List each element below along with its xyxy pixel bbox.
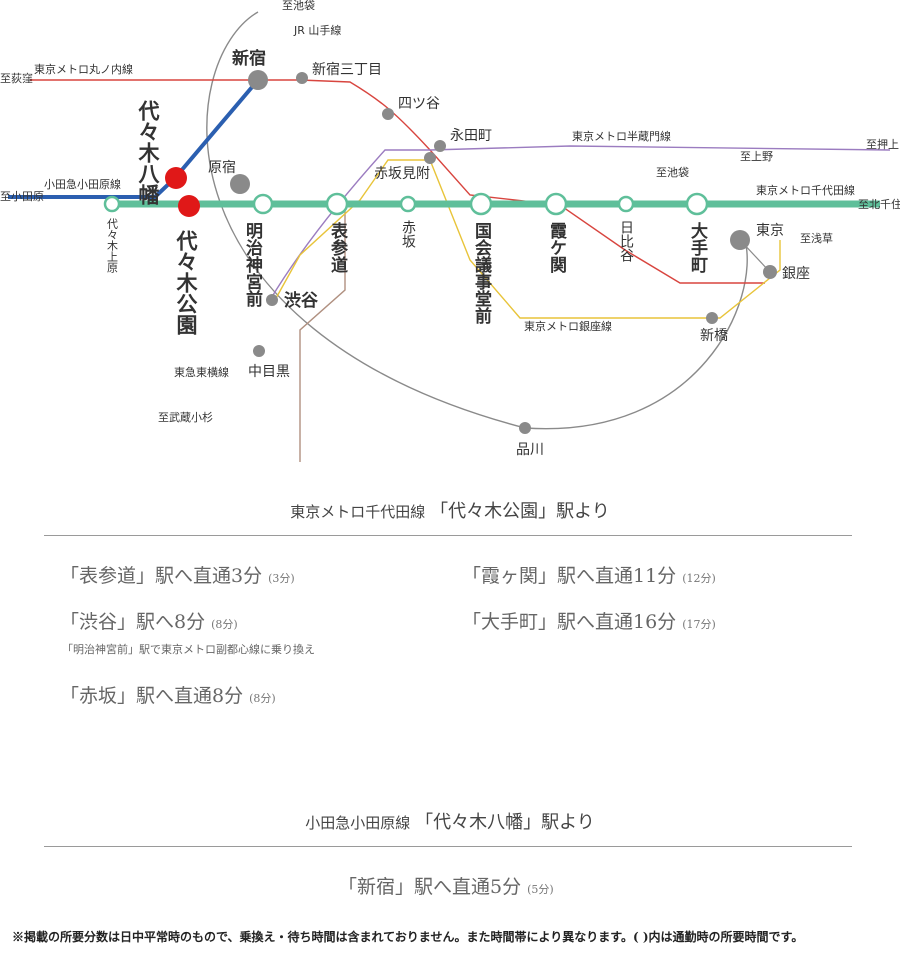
dest-oshiage: 至押上 [866,137,899,151]
dest-ogikubo: 至荻窪 [0,71,33,85]
station-label-yoyogikoen: 代々木公園 [174,230,199,335]
station-dot-meijijingumae [252,193,274,215]
station-dot-shinbashi [706,312,718,324]
route-omotesando-text: 「表参道」駅へ直通3分 [60,565,263,587]
route-akasaka-commute: (8分) [249,692,276,705]
station-dot-nakameguro [253,345,265,357]
station-label-shinbashi: 新橋 [700,328,728,344]
dest-ikebukuro-top: 至池袋 [282,0,315,12]
route-kasumigaseki-commute: (12分) [682,572,716,585]
station-label-ginza: 銀座 [782,266,810,282]
station-dot-omotesando [325,192,349,216]
station-dot-nagatacho [434,140,446,152]
station-label-hibiya: 日比谷 [618,220,634,262]
station-dot-yoyogiuehara [103,195,121,213]
line-label-yamanote: JR 山手線 [293,23,341,37]
station-dot-ginza [763,265,777,279]
station-label-omotesando: 表参道 [327,221,348,273]
marunouchi-line [30,79,765,284]
line-label-ginza: 東京メトロ銀座線 [524,319,612,333]
station-label-yoyogiuehara: 代々木上原 [106,218,119,273]
route-shibuya-text: 「渋谷」駅へ8分 [60,611,206,633]
station-dot-shibuya [266,294,278,306]
station-label-kasumigaseki: 霞ケ関 [546,222,567,273]
line-label-chiyoda: 東京メトロ千代田線 [756,183,855,197]
line-label-hanzomon: 東京メトロ半蔵門線 [572,129,671,143]
station-dot-shinjuku3 [296,72,308,84]
odakyu-line [8,78,260,199]
dest-ikebukuro-mid: 至池袋 [656,165,689,179]
dest-odawara: 至小田原 [0,190,44,203]
route-omotesando: 「表参道」駅へ直通3分 (3分) [60,561,295,588]
section1-station-name: 「代々木公園」駅より [430,501,610,522]
station-label-nagatacho: 永田町 [450,128,492,144]
station-label-tokyo: 東京 [756,223,784,239]
station-label-otemachi: 大手町 [687,221,708,274]
toyoko-line [299,200,346,462]
section1-line-name: 東京メトロ千代田線 [290,503,426,521]
route-omotesando-commute: (3分) [268,572,295,585]
route-akasaka-text: 「赤坂」駅へ直通8分 [60,685,244,707]
station-label-yoyogihachiman: 代々木八幡 [136,100,161,206]
dest-musashikosugi: 至武蔵小杉 [158,410,213,424]
section1-divider [44,535,852,536]
station-label-kokkaigijidomae: 国会議事堂前 [471,222,492,325]
route-otemachi: 「大手町」駅へ直通16分 (17分) [462,607,716,634]
dest-kitasenju: 至北千住 [858,197,900,211]
ginza-line [274,159,781,319]
station-dot-otemachi [685,192,709,216]
route-otemachi-commute: (17分) [682,618,716,631]
line-label-toyoko: 東急東横線 [174,365,229,379]
station-dot-akasaka [399,195,417,213]
station-dot-hibiya [617,195,635,213]
section1-header: 東京メトロ千代田線 「代々木公園」駅より [0,497,900,523]
station-label-yotsuya: 四ツ谷 [398,96,440,112]
station-label-shinagawa: 品川 [516,442,544,458]
station-label-meijijingumae: 明治神宮前 [242,222,263,308]
line-label-marunouchi: 東京メトロ丸ノ内線 [34,62,133,76]
station-dot-shinjuku [248,70,268,90]
route-shinjuku: 「新宿」駅へ直通5分 (5分) [338,872,554,899]
route-akasaka: 「赤坂」駅へ直通8分 (8分) [60,681,276,708]
station-dot-shinagawa [519,422,531,434]
station-dot-tokyo [730,230,750,250]
section2-line-name: 小田急小田原線 [305,814,411,832]
section2-divider [44,846,852,847]
station-label-shibuya: 渋谷 [284,290,319,311]
station-label-nakameguro: 中目黒 [248,364,290,380]
transfer-note: 「明治神宮前」駅で東京メトロ副都心線に乗り換え [62,643,315,656]
route-map: 至池袋 JR 山手線 東京メトロ丸ノ内線 至荻窪 小田急小田原線 至小田原 東京… [0,0,900,462]
station-dot-kasumigaseki [544,192,568,216]
route-otemachi-text: 「大手町」駅へ直通16分 [462,611,677,633]
route-shibuya: 「渋谷」駅へ8分 (8分) [60,607,238,634]
section2-header: 小田急小田原線 「代々木八幡」駅より [0,808,900,834]
dest-asakusa: 至浅草 [800,232,833,245]
route-shinjuku-commute: (5分) [527,883,554,896]
station-dot-harajuku [230,174,250,194]
station-label-akasakamitsuke: 赤坂見附 [374,166,430,182]
dest-ueno: 至上野 [740,150,773,163]
station-dot-kokkaigijidomae [469,192,493,216]
yamanote-line [206,11,748,430]
section2-station-name: 「代々木八幡」駅より [415,812,595,833]
route-shinjuku-text: 「新宿」駅へ直通5分 [338,876,522,898]
station-dot-yotsuya [382,108,394,120]
station-label-harajuku: 原宿 [208,159,236,176]
station-dot-akasakamitsuke [424,152,436,164]
station-dot-yoyogihachiman [165,167,187,189]
route-shibuya-commute: (8分) [211,618,238,631]
footnote: ※掲載の所要分数は日中平常時のもので、乗換え・待ち時間は含まれておりません。また… [12,930,804,944]
station-dot-yoyogikoen [178,195,200,217]
route-kasumigaseki-text: 「霞ヶ関」駅へ直通11分 [462,565,677,587]
station-label-shinjuku3: 新宿三丁目 [312,61,382,78]
station-label-akasaka: 赤坂 [400,220,416,248]
route-kasumigaseki: 「霞ヶ関」駅へ直通11分 (12分) [462,561,716,588]
line-label-odakyu: 小田急小田原線 [44,177,121,191]
station-label-shinjuku: 新宿 [232,48,266,69]
